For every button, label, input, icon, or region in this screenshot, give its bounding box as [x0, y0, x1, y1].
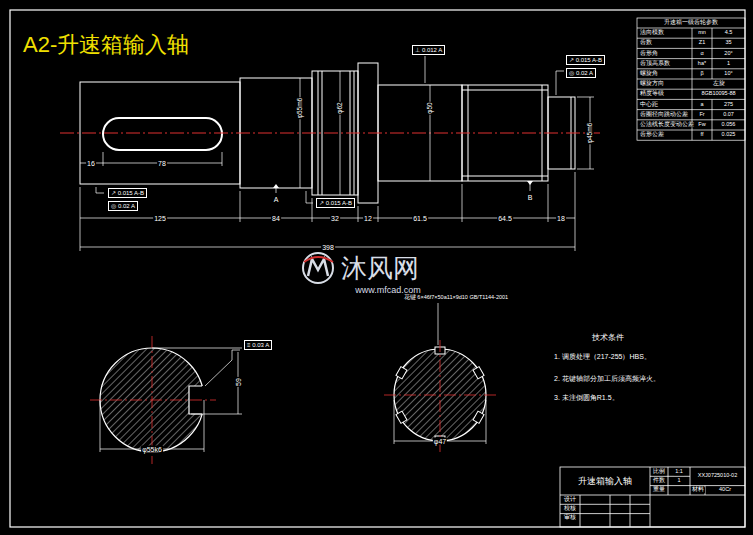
- table-cell: β: [699, 71, 704, 77]
- table-cell: Z1: [698, 41, 706, 47]
- table-cell: 20°: [723, 51, 733, 57]
- tolerance-frame: ≡ 0.03 A: [244, 340, 272, 350]
- title-block-name: 升速箱输入轴: [577, 477, 633, 486]
- tolerance-frame: ↗ 0.015 A-B: [566, 55, 605, 65]
- title-block: [560, 467, 745, 527]
- title-block-cell: 件数: [652, 478, 666, 484]
- title-block-cell: 材料: [691, 488, 705, 494]
- table-cell: 公法线长度变动公差: [639, 122, 695, 128]
- dimension: 398: [321, 244, 335, 251]
- dimension: 78: [157, 160, 167, 167]
- dimension: 16: [86, 160, 96, 167]
- table-cell: 4.5: [724, 30, 734, 36]
- watermark: www.mfcad.com: [354, 286, 422, 295]
- dimension: 61.5: [412, 215, 428, 222]
- table-cell: 螺旋方向: [639, 81, 665, 87]
- tolerance-frame: ↗ 0.015 A-B: [316, 198, 355, 208]
- table-cell: 齿形公差: [639, 132, 665, 138]
- table-cell: 0.056: [721, 122, 737, 128]
- table-cell: 齿数: [639, 41, 653, 47]
- title-block-cell: 设计: [563, 497, 577, 503]
- table-cell: Fw: [697, 122, 706, 128]
- table-cell: Fr: [698, 112, 705, 118]
- dimension: 18: [556, 215, 566, 222]
- table-cell: 275: [723, 102, 734, 108]
- title-block-cell: 比例: [652, 469, 666, 475]
- datum-letter: B: [527, 194, 534, 201]
- tolerance-frame: ◎ 0.02 A: [108, 201, 138, 211]
- keyway-section: [90, 336, 242, 464]
- tolerance-frame: ⊥ 0.012 A: [412, 45, 445, 55]
- table-cell: 法向模数: [639, 30, 665, 36]
- diameter-dimension: φ50: [427, 101, 434, 114]
- table-cell: a: [699, 102, 704, 108]
- table-cell: 精度等级: [639, 92, 665, 98]
- technical-note: 2. 花键轴部分加工后须高频淬火。: [553, 375, 661, 382]
- table-cell: 左旋: [712, 81, 726, 87]
- diameter-dimension: φ62: [337, 101, 344, 114]
- title-block-cell: 1: [676, 478, 681, 484]
- watermark: 沐风网: [340, 255, 420, 281]
- table-cell: ff: [700, 132, 705, 138]
- dimension: φ47: [433, 438, 447, 445]
- center-line: [60, 133, 600, 134]
- sheet-border: [10, 10, 745, 527]
- dimension: 84: [271, 215, 281, 222]
- technical-note: 3. 未注倒圆角R1.5。: [553, 394, 620, 401]
- table-cell: 齿顶高系数: [639, 61, 671, 67]
- note-heading: 技术条件: [591, 334, 625, 342]
- table-cell: 螺旋角: [639, 71, 659, 77]
- drawing-number: XXJ0725010-02: [697, 473, 738, 479]
- table-cell: 1: [726, 61, 731, 67]
- table-cell: 35: [724, 41, 732, 47]
- parameter-table: [637, 18, 745, 140]
- title-block-cell: 1:1: [674, 469, 684, 475]
- dimension: 12: [363, 215, 373, 222]
- table-cell: α: [699, 51, 704, 57]
- table-cell: 齿圈径向跳动公差: [639, 112, 689, 118]
- table-cell: ha*: [697, 61, 707, 67]
- sheet-title: A2-升速箱输入轴: [22, 34, 190, 56]
- dimension: 64.5: [497, 215, 513, 222]
- table-cell: mn: [697, 30, 707, 36]
- table-header: 升速箱一级齿轮参数: [663, 20, 719, 26]
- table-cell: 中心距: [639, 102, 659, 108]
- table-cell: 0.07: [722, 112, 735, 118]
- technical-note: 1. 调质处理（217-255）HBS。: [553, 353, 652, 360]
- datum-letter: A: [273, 196, 280, 203]
- dimension: 32: [330, 215, 340, 222]
- title-block-cell: 审核: [563, 516, 577, 522]
- spline-section: [384, 303, 496, 452]
- title-block-cell: 40Cr: [718, 488, 732, 494]
- diameter-dimension: φ45m6: [587, 122, 594, 144]
- table-cell: 10°: [723, 71, 733, 77]
- title-block-cell: 校核: [563, 506, 577, 512]
- tolerance-frame: ↗ 0.015 A-B: [108, 188, 147, 198]
- dimension: 125: [153, 215, 167, 222]
- spline-note: 花键 6×46f7×50a11×9d10 GB/T1144-2001: [403, 295, 509, 301]
- title-block-cell: 重量: [652, 488, 666, 494]
- table-cell: 齿形角: [639, 51, 659, 57]
- dimension: 59: [235, 377, 242, 387]
- table-cell: 0.025: [721, 132, 737, 138]
- dimension: φ55k6: [141, 446, 163, 453]
- watermark-logo: [303, 253, 333, 283]
- tolerance-frame: ◎ 0.02 A: [566, 68, 596, 78]
- diameter-dimension: φ55m6: [297, 97, 304, 119]
- dimension-lines: [80, 56, 594, 251]
- table-cell: 8GB10095-88: [700, 92, 736, 98]
